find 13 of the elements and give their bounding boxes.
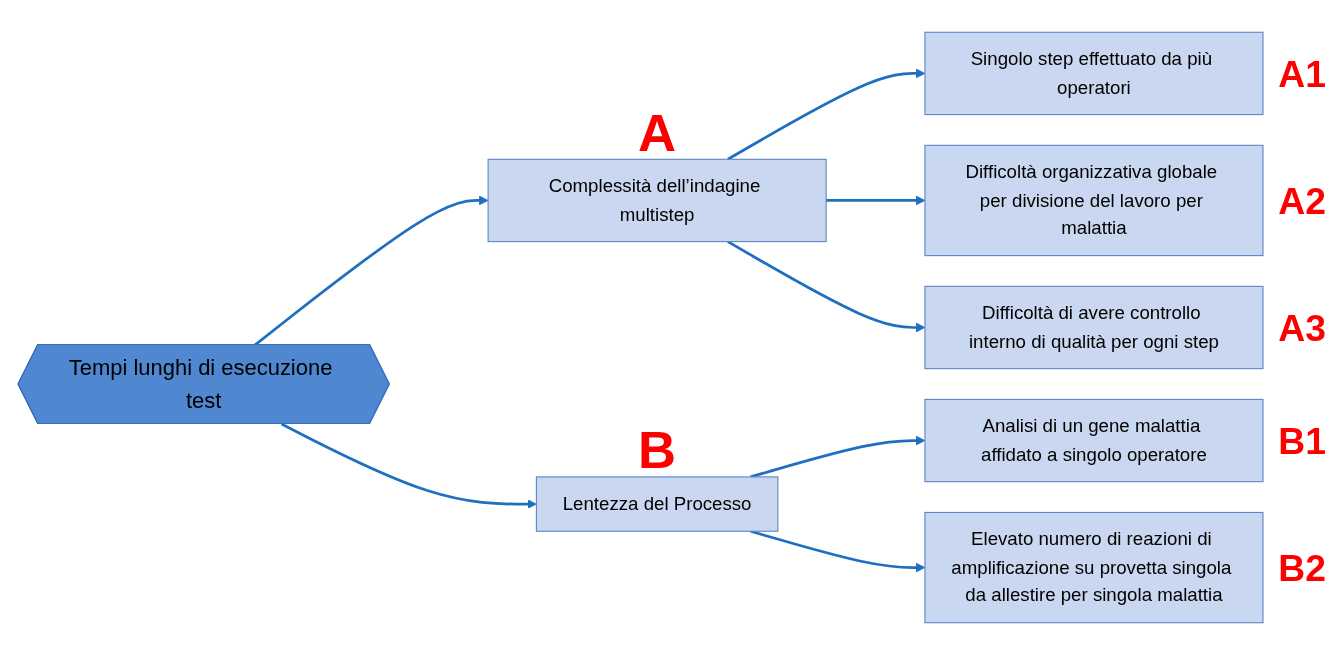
section-letter: A3 [1278,306,1326,349]
node-box: Difficoltà organizzativa globale per divisione del lavoro per malattia [924,144,1264,257]
node-box: Analisi di un gene malattia affidato a singolo operatore [924,398,1264,483]
node-box: Singolo step effettuato da più operatori [924,31,1264,116]
arrow [280,422,537,509]
section-letter: A2 [1278,179,1326,222]
section-letter: B2 [1278,546,1326,589]
node-box: Difficoltà di avere controllo interno di qualità per ogni step [924,285,1264,370]
section-letter: B1 [1278,419,1326,462]
node-box: Complessità dell’indagine multistep [487,158,827,243]
node-box: Lentezza del Processo [535,476,779,532]
node-box: Elevato numero di reazioni di amplificazione su provetta singola da allestire per singola malattia [924,511,1264,624]
section-letter: A1 [1278,52,1326,95]
